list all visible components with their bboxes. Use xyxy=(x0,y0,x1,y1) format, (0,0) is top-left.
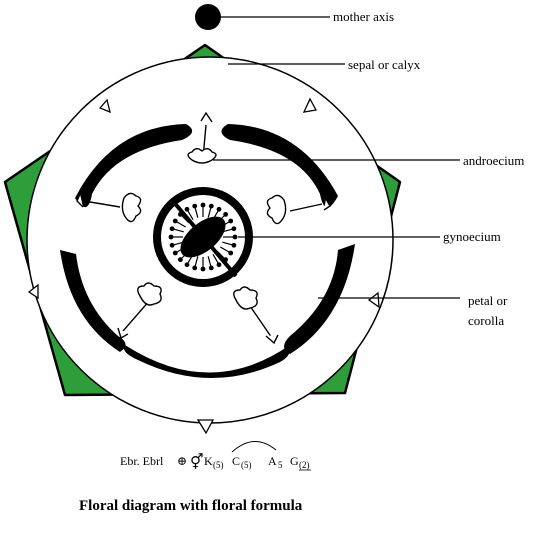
stamen-left xyxy=(76,192,142,223)
petal-left xyxy=(60,250,126,352)
ovule xyxy=(168,234,174,240)
petal-bottom xyxy=(123,345,291,379)
adhesion-arc xyxy=(231,441,277,453)
ovule xyxy=(231,242,237,248)
stamen-bottom-right xyxy=(233,286,279,345)
figure-caption: Floral diagram with floral formula xyxy=(79,498,303,514)
septum xyxy=(170,198,238,278)
ovule xyxy=(223,211,229,217)
label-sepal: sepal or calyx xyxy=(348,57,421,72)
ovule xyxy=(192,265,198,271)
label-mother-axis: mother axis xyxy=(333,9,394,24)
androecium-symbol: A xyxy=(268,454,277,468)
ovule xyxy=(184,262,190,268)
calyx-symbol: K xyxy=(204,454,213,468)
ovule xyxy=(184,206,190,212)
stamen-right xyxy=(266,194,331,225)
ovule xyxy=(208,203,214,209)
ovule xyxy=(192,203,198,209)
gynoecium-ovary xyxy=(153,187,253,287)
ovule xyxy=(169,242,175,248)
stamen-top xyxy=(187,111,217,164)
calyx-count: (5) xyxy=(213,460,224,470)
leader-lines xyxy=(213,63,460,299)
stamen-bottom-left xyxy=(117,282,162,340)
ovule xyxy=(228,218,234,224)
label-gynoecium: gynoecium xyxy=(443,229,501,244)
bisexual-symbol: ⚥ xyxy=(190,453,204,471)
corolla-symbol: C xyxy=(232,454,240,468)
petal-top-left xyxy=(75,124,193,208)
androecium-stamens xyxy=(76,111,331,345)
ovule xyxy=(200,266,206,272)
label-androecium: androecium xyxy=(463,153,524,168)
ovule xyxy=(232,234,238,240)
gynoecium-count: (2) xyxy=(299,460,310,470)
ovule xyxy=(172,250,178,256)
actinomorphic-symbol: ⊕ xyxy=(177,454,187,468)
ovule xyxy=(208,265,214,271)
ovule xyxy=(172,218,178,224)
gynoecium-symbol: G xyxy=(290,454,299,468)
ovule xyxy=(200,202,206,208)
ovule xyxy=(216,206,222,212)
ovule xyxy=(231,226,237,232)
ovule xyxy=(228,250,234,256)
ovule xyxy=(177,257,183,263)
label-petal-line2: corolla xyxy=(468,313,504,328)
androecium-count: 5 xyxy=(278,460,283,470)
corolla-count: (5) xyxy=(241,460,252,470)
disc-notches xyxy=(27,97,380,435)
ovule xyxy=(216,262,222,268)
petal-right xyxy=(284,244,355,354)
mother-axis-dot xyxy=(195,4,221,30)
floral-formula: Ebr. Ebrl ⊕ ⚥ K (5) C (5) A 5 G (2) xyxy=(120,441,311,471)
label-petal-line1: petal or xyxy=(468,293,508,308)
ovule xyxy=(169,226,175,232)
formula-prefix: Ebr. Ebrl xyxy=(120,454,164,468)
